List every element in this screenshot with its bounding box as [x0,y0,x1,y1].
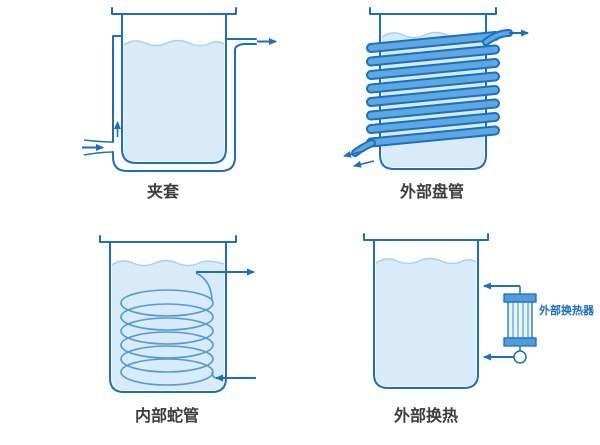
liquid-surface [123,39,225,47]
external-coil [366,31,500,148]
vessel-rim [363,233,489,241]
coil-turn [368,60,498,78]
liquid-surface [111,259,225,267]
vessel-outline [373,239,479,389]
caption-internal-coil: 内部蛇管 [135,406,199,425]
coil-loop [120,303,214,331]
coil-loop [120,331,214,359]
coil-turn [368,73,498,92]
jacket-inlet-funnel [83,139,114,156]
caption-external-exchange: 外部换热 [393,406,458,425]
coil-inlet-tube [484,31,511,44]
coil-loop [120,358,214,386]
coil-outlet-arrow [343,150,365,158]
panel-external-exchange: 外部换热器 外部换热 [363,233,595,425]
caption-external-coil: 外部盘管 [399,182,464,201]
exchanger-cap-bottom [503,337,537,347]
liquid-fill [376,258,476,386]
vessel-rim [369,7,497,15]
coil-loop [120,317,214,345]
coil-riser [195,272,213,301]
panel-jacket: 夹套 [82,7,277,201]
jacket-outline [112,35,257,172]
coil-outlet-arrow [353,160,375,168]
coil-turn [368,87,498,105]
exchanger-cap-top [503,293,537,303]
liquid-fill [124,40,224,161]
panel-internal-coil: 内部蛇管 [99,235,256,425]
coil-turn [368,33,498,51]
vessel-outline [121,13,227,164]
pump-icon [513,350,527,364]
heat-exchanger [503,293,537,347]
coil-turn [368,46,498,65]
coil-turn [368,114,498,132]
coil-loop [120,345,214,373]
coil-loop [120,289,214,317]
coil-turn [368,100,498,119]
coil-turn [368,127,498,146]
vessel-outline [109,241,227,393]
vessel-rim [99,235,237,243]
caption-jacket: 夹套 [147,182,180,201]
liquid-surface [375,257,477,265]
panel-external-coil: 外部盘管 [343,7,529,201]
vessel-outline [379,13,487,170]
exchanger-label: 外部换热器 [538,303,595,317]
vessel-rim [111,7,237,15]
